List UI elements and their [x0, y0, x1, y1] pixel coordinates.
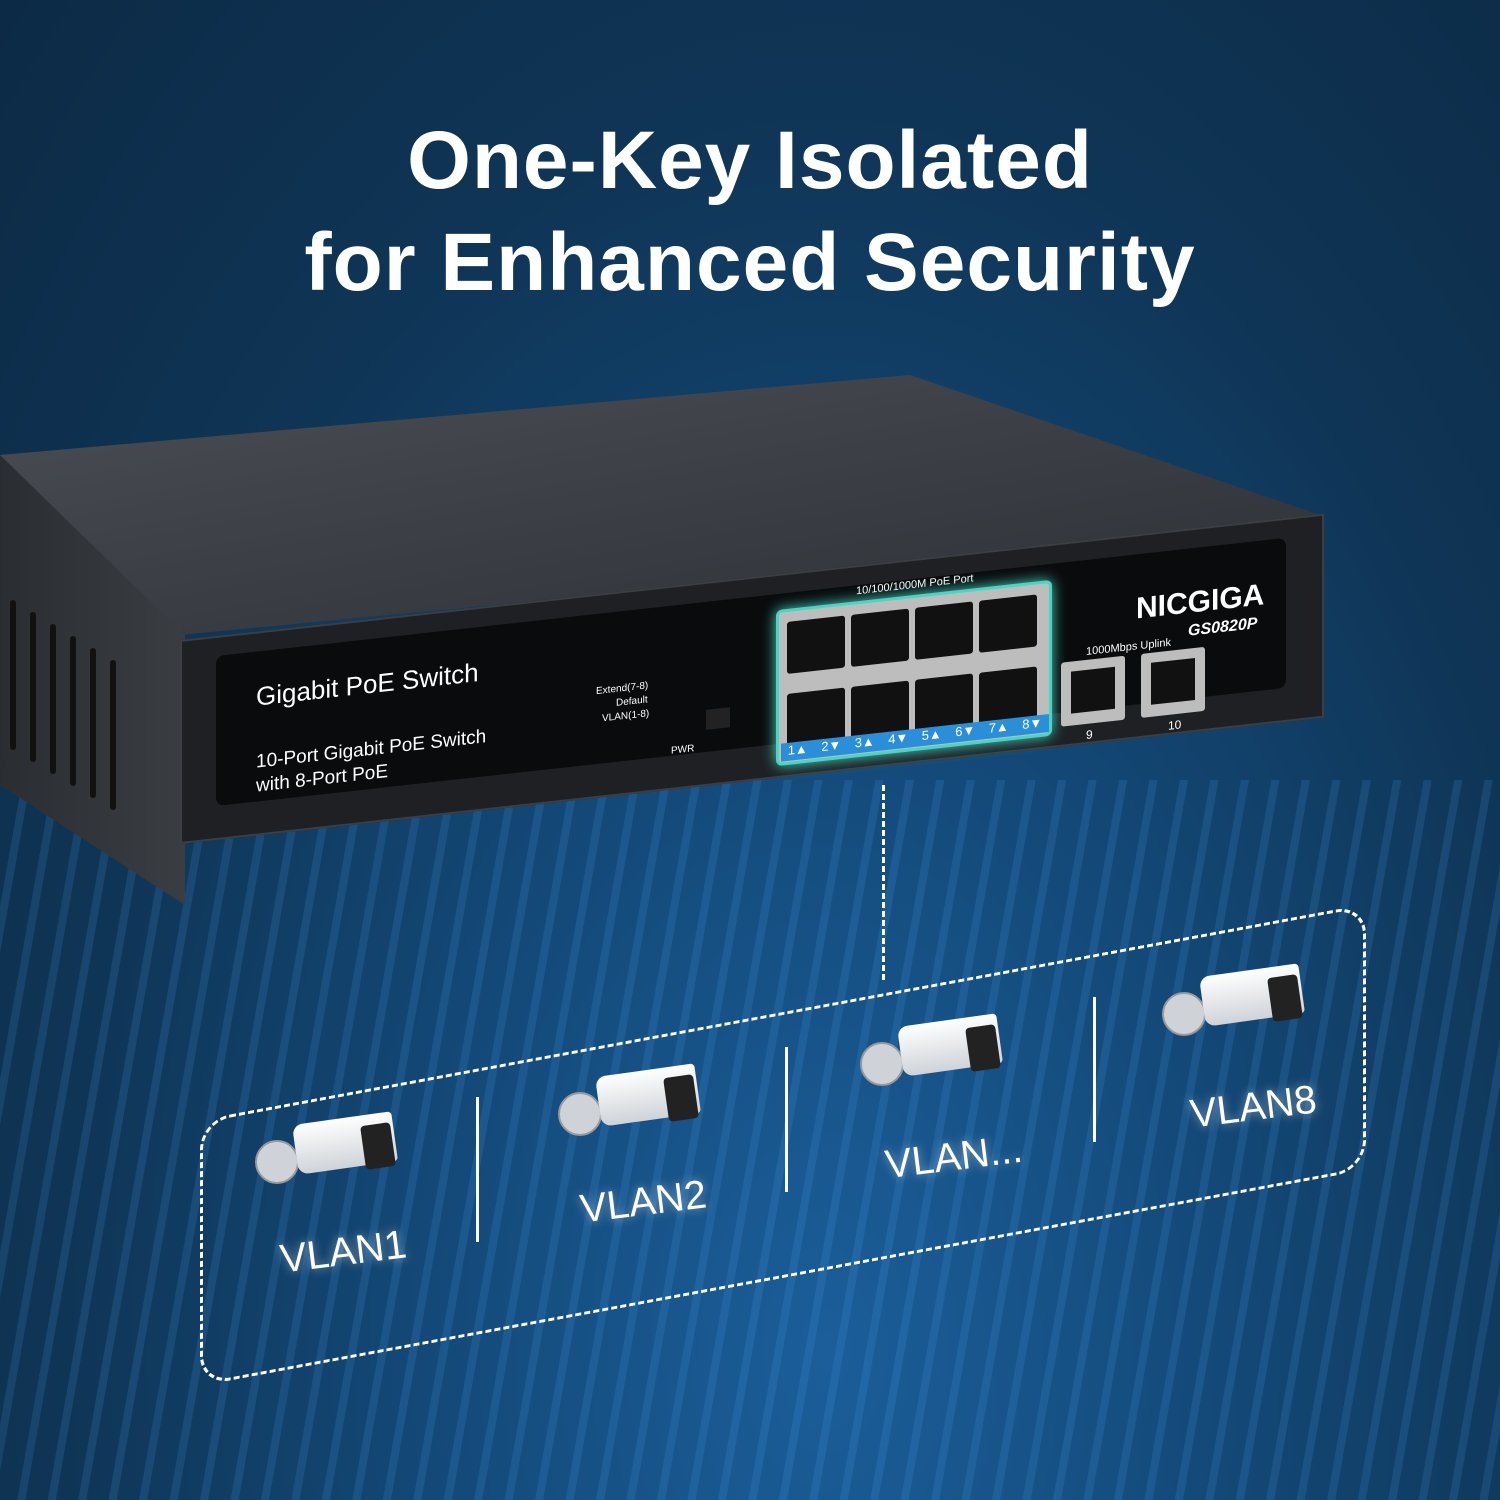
poe-port[interactable]: [979, 594, 1037, 653]
headline: One-Key Isolated for Enhanced Security: [0, 110, 1500, 314]
vent: [30, 612, 36, 762]
camera-icon: [558, 1062, 701, 1142]
headline-line2: for Enhanced Security: [304, 217, 1196, 308]
poe-port[interactable]: [851, 608, 909, 667]
port-number: 2▼: [821, 736, 842, 755]
separator: [476, 1097, 479, 1242]
vent: [110, 660, 116, 810]
headline-line1: One-Key Isolated: [407, 115, 1093, 206]
poe-port[interactable]: [915, 601, 973, 660]
separator: [1093, 997, 1096, 1142]
uplink-port-number: 10: [1168, 717, 1182, 733]
vent: [50, 624, 56, 774]
port-number: 4▼: [888, 729, 909, 747]
port-number: 3▲: [854, 733, 875, 751]
separator: [785, 1047, 788, 1192]
camera-icon: [1162, 962, 1305, 1042]
port-number: 5▲: [921, 725, 942, 744]
vent: [90, 648, 96, 798]
pwr-label: PWR: [671, 743, 695, 757]
poe-port[interactable]: [787, 615, 845, 674]
port-number: 7▲: [988, 718, 1009, 736]
camera-icon: [860, 1012, 1003, 1092]
mode-label: VLAN(1-8): [602, 708, 650, 725]
connector-line: [882, 785, 885, 980]
vent: [70, 636, 76, 786]
port-number: 6▼: [955, 722, 976, 740]
port-number: 1▲: [787, 740, 808, 758]
uplink-port-number: 9: [1086, 727, 1093, 742]
panel-title: Gigabit PoE Switch: [256, 657, 479, 712]
light-rays-background: [0, 780, 1500, 1500]
vlan-mode-switch[interactable]: [706, 707, 730, 730]
uplink-port-9[interactable]: [1061, 655, 1125, 727]
camera-icon: [255, 1110, 398, 1190]
vent: [10, 600, 16, 750]
port-number: 8▼: [1022, 714, 1043, 733]
uplink-port-10[interactable]: [1141, 646, 1205, 718]
mode-label: Default: [616, 694, 648, 709]
